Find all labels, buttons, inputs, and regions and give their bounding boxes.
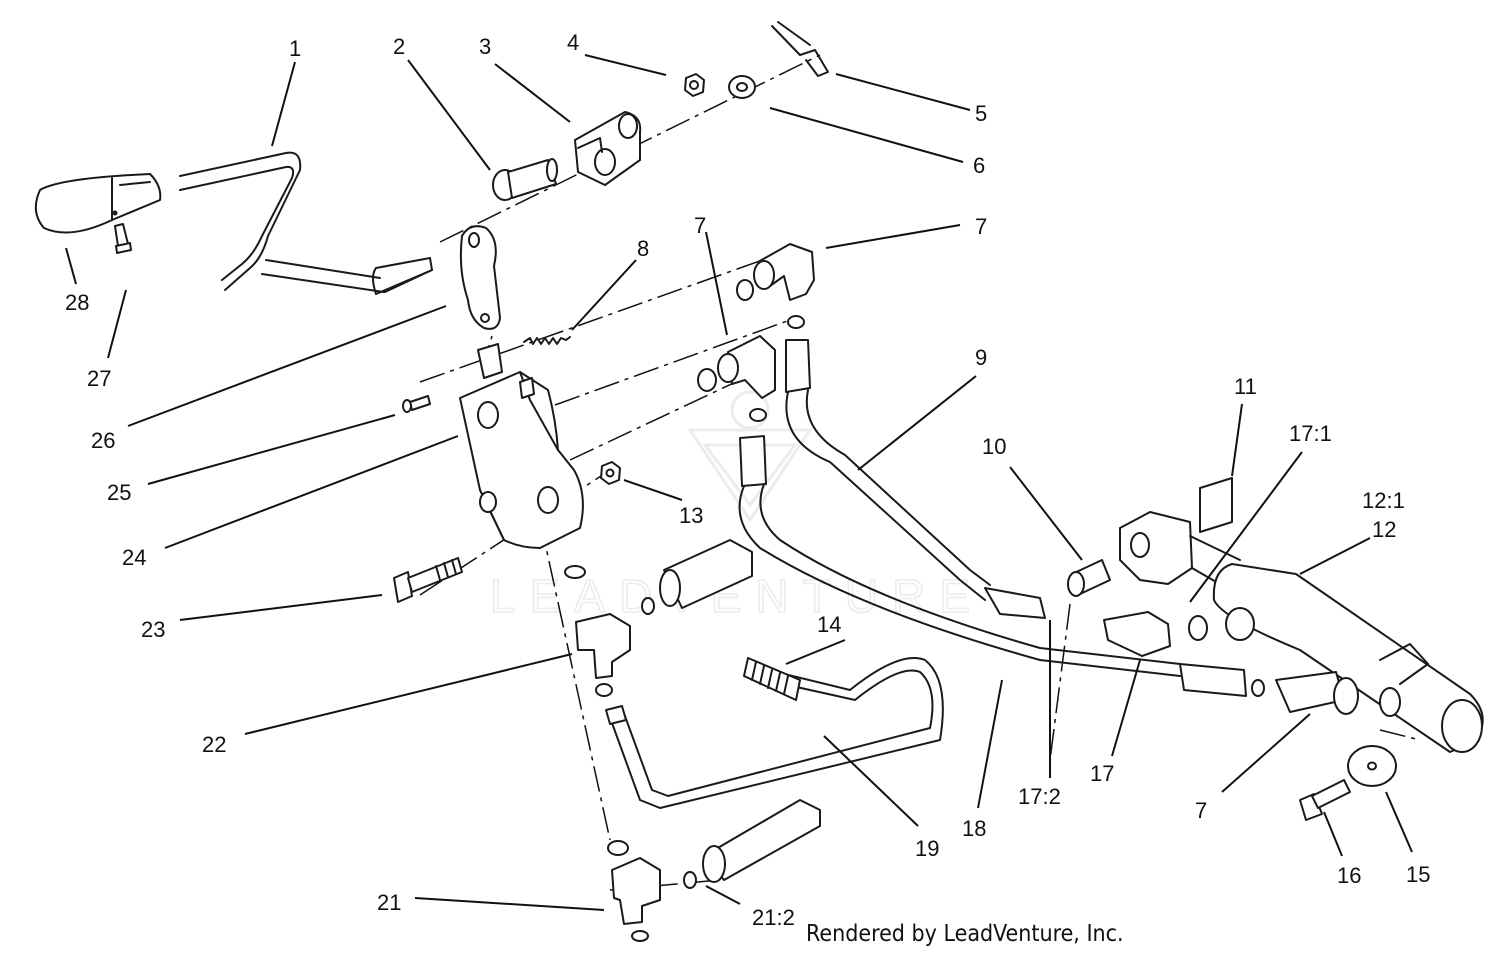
return-pipe <box>605 657 944 809</box>
spring-guard <box>743 657 801 701</box>
knob-screw <box>114 223 132 254</box>
lever-bar <box>179 151 433 295</box>
callout-5: 5 <box>975 101 987 126</box>
lock-nut <box>684 73 705 97</box>
callout-7-valve-elbow: 7 <box>694 213 706 238</box>
control-valve-body <box>459 343 584 549</box>
lever-knob <box>34 173 162 234</box>
callout-18: 18 <box>962 816 986 841</box>
flat-washer <box>728 75 756 99</box>
callout-9: 9 <box>975 345 987 370</box>
callout-1: 1 <box>289 36 301 61</box>
callout-24: 24 <box>122 545 146 570</box>
callout-17: 17 <box>1090 761 1114 786</box>
callout-13: 13 <box>679 503 703 528</box>
callout-15: 15 <box>1406 862 1430 887</box>
callout-25: 25 <box>107 480 131 505</box>
valve-screw <box>402 395 431 413</box>
hex-nut <box>600 461 621 485</box>
clevis-pin <box>492 158 558 201</box>
fitting-lower-right <box>1251 671 1359 715</box>
clevis-bracket <box>1119 477 1241 591</box>
callout-2: 2 <box>393 34 405 59</box>
callout-28: 28 <box>65 290 89 315</box>
callout-10: 10 <box>982 434 1006 459</box>
callout-17-1: 17:1 <box>1289 421 1332 446</box>
elbow-fitting-21 <box>607 840 661 942</box>
callout-26: 26 <box>91 428 115 453</box>
callout-7-cylinder-fitting: 7 <box>1195 798 1207 823</box>
hydraulic-cylinder <box>1212 563 1484 753</box>
link-plate <box>459 225 501 330</box>
callout-16: 16 <box>1337 863 1361 888</box>
hydraulic-hose-18 <box>738 435 1247 697</box>
adapter-fitting <box>564 539 753 615</box>
callout-17-2: 17:2 <box>1018 784 1061 809</box>
callout-12-1: 12:1 <box>1362 488 1405 513</box>
callout-21-2: 21:2 <box>752 905 795 930</box>
callout-23: 23 <box>141 617 165 642</box>
render-credit: Rendered by LeadVenture, Inc. <box>806 921 1124 947</box>
callout-6: 6 <box>973 153 985 178</box>
elbow-fitting-upper-right <box>736 243 815 329</box>
cylinder-elbow-fitting <box>1103 611 1208 657</box>
callout-8: 8 <box>637 236 649 261</box>
leader-lines <box>65 54 1413 911</box>
hydraulic-hose-9 <box>785 339 1046 619</box>
callout-22: 22 <box>202 732 226 757</box>
callout-labels: 1 2 3 4 5 6 7 7 7 8 9 10 11 12 12:1 13 1… <box>65 30 1430 930</box>
callout-12: 12 <box>1372 517 1396 542</box>
hose-fitting-lower <box>683 799 821 889</box>
hair-pin-clip <box>771 21 829 77</box>
cylinder-bolt <box>1299 779 1351 821</box>
long-bolt <box>393 557 463 603</box>
callout-27: 27 <box>87 366 111 391</box>
bushing <box>1067 559 1111 597</box>
elbow-fitting-upper-left <box>697 335 776 422</box>
callout-11: 11 <box>1234 374 1257 399</box>
cylinder-washer <box>1347 745 1397 787</box>
spring <box>523 336 571 345</box>
elbow-fitting-22 <box>575 613 631 697</box>
swivel-block <box>574 111 642 186</box>
callout-4: 4 <box>567 30 579 55</box>
callout-14: 14 <box>817 612 841 637</box>
callout-21: 21 <box>377 890 401 915</box>
callout-19: 19 <box>915 836 939 861</box>
callout-7-upper-elbow: 7 <box>975 214 987 239</box>
callout-3: 3 <box>479 34 491 59</box>
